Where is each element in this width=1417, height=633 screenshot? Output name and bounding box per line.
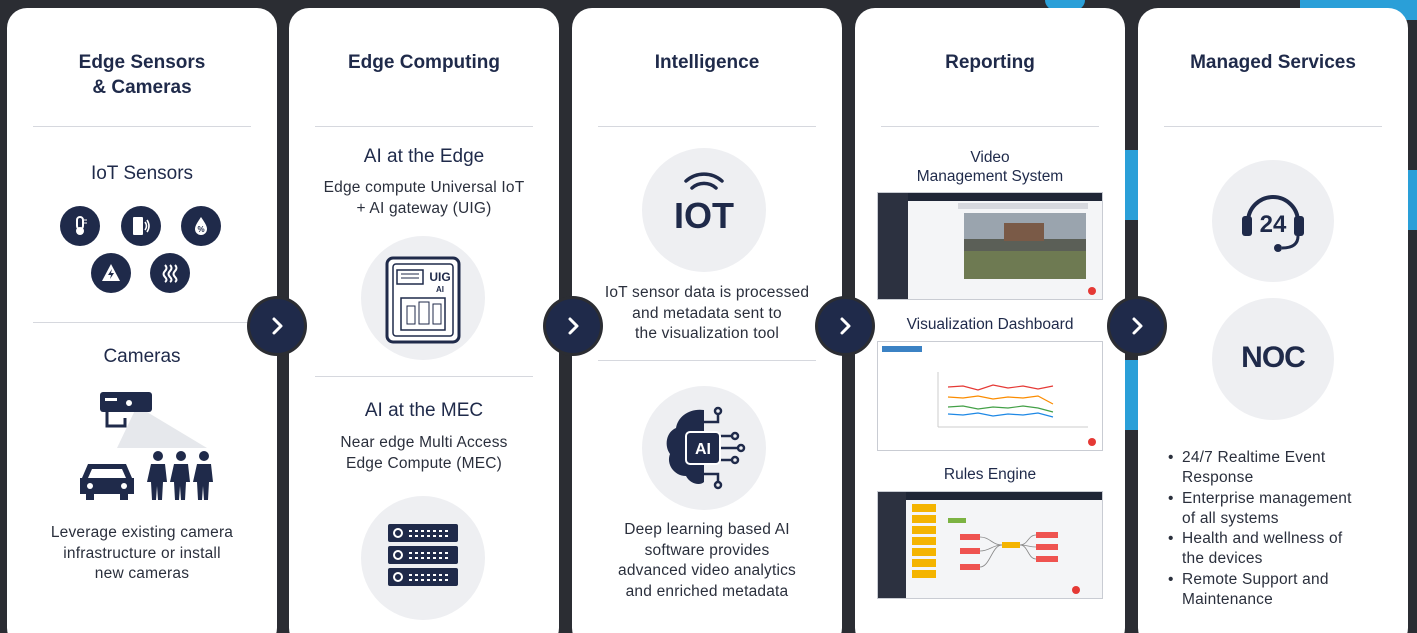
rules-screenshot	[877, 491, 1103, 599]
list-item: Health and wellness of the devices	[1168, 529, 1398, 570]
ai-description: Deep learning based AI software provides…	[618, 521, 796, 600]
ai-brain-icon: AI	[642, 386, 766, 510]
panel-reporting: Reporting Video Management System Visual…	[855, 8, 1125, 633]
list-item: 24/7 Realtime Event Response	[1168, 448, 1398, 489]
list-item: Enterprise management of all systems	[1168, 489, 1398, 530]
services-list: 24/7 Realtime Event Response Enterprise …	[1168, 448, 1398, 610]
list-item: Remote Support and Maintenance	[1168, 570, 1398, 611]
uig-sub-label: AI	[436, 285, 444, 294]
divider	[33, 126, 251, 127]
thermometer-icon	[60, 206, 100, 246]
edge-description: Edge compute Universal IoT + AI gateway …	[323, 179, 525, 217]
vms-screenshot	[877, 192, 1103, 300]
uig-label: UIG	[429, 270, 450, 284]
door-sensor-icon	[121, 206, 161, 246]
dashboard-screenshot	[877, 341, 1103, 451]
panel-title: Managed Services	[1190, 52, 1356, 73]
security-camera-icon	[100, 392, 207, 448]
divider	[315, 376, 533, 377]
car-icon	[80, 464, 134, 500]
gateway-device-icon: UIG AI	[361, 236, 485, 360]
headset-24-icon: 24	[1212, 160, 1334, 282]
cameras-heading: Cameras	[103, 346, 181, 367]
dashboard-heading: Visualization Dashboard	[906, 316, 1074, 333]
panel-edge-sensors: Edge Sensors & Cameras IoT Sensors % Cam…	[7, 8, 277, 633]
ai-label: AI	[695, 441, 711, 458]
svg-text:%: %	[197, 225, 204, 234]
iot-logo-text: IOT	[674, 195, 734, 236]
humidity-icon: %	[181, 206, 221, 246]
noc-label: NOC	[1241, 341, 1306, 374]
mec-heading: AI at the MEC	[364, 400, 484, 421]
iot-signal-icon: IOT	[642, 148, 766, 272]
rules-heading: Rules Engine	[943, 466, 1037, 483]
chevron-right-icon	[250, 299, 304, 353]
server-rack-icon	[361, 496, 485, 620]
mec-description: Near edge Multi Access Edge Compute (MEC…	[340, 434, 508, 472]
panel-intelligence: Intelligence IOT IoT sensor data is proc…	[572, 8, 842, 633]
panel-edge-computing: Edge Computing AI at the Edge Edge compu…	[289, 8, 559, 633]
divider	[881, 126, 1099, 127]
iot-sensors-heading: IoT Sensors	[90, 163, 194, 184]
panel-title: Intelligence	[654, 52, 760, 73]
chevron-right-icon	[546, 299, 600, 353]
divider	[1164, 126, 1382, 127]
people-icon	[147, 451, 213, 500]
support-label: 24	[1260, 211, 1287, 238]
divider	[315, 126, 533, 127]
chevron-right-icon	[818, 299, 872, 353]
panel-title: Edge Computing	[348, 52, 500, 73]
background-accent-band	[1120, 150, 1140, 220]
background-accent-top	[1045, 0, 1085, 10]
panel-title: Edge Sensors & Cameras	[78, 52, 206, 98]
cameras-description: Leverage existing camera infrastructure …	[50, 524, 234, 582]
divider	[33, 322, 251, 323]
panel-managed-services: Managed Services 24 NOC 24/7 Realtime Ev…	[1138, 8, 1408, 633]
power-icon	[91, 253, 131, 293]
noc-icon: NOC	[1212, 298, 1334, 420]
panel-title: Reporting	[945, 52, 1035, 73]
edge-heading: AI at the Edge	[363, 146, 485, 167]
divider	[598, 126, 816, 127]
iot-description: IoT sensor data is processed and metadat…	[604, 284, 810, 342]
chevron-right-icon	[1110, 299, 1164, 353]
vms-heading: Video Management System	[916, 149, 1064, 185]
background-accent-band-2	[1120, 360, 1140, 430]
divider	[598, 360, 816, 361]
background-accent-band-3	[1405, 170, 1417, 230]
heat-icon	[150, 253, 190, 293]
